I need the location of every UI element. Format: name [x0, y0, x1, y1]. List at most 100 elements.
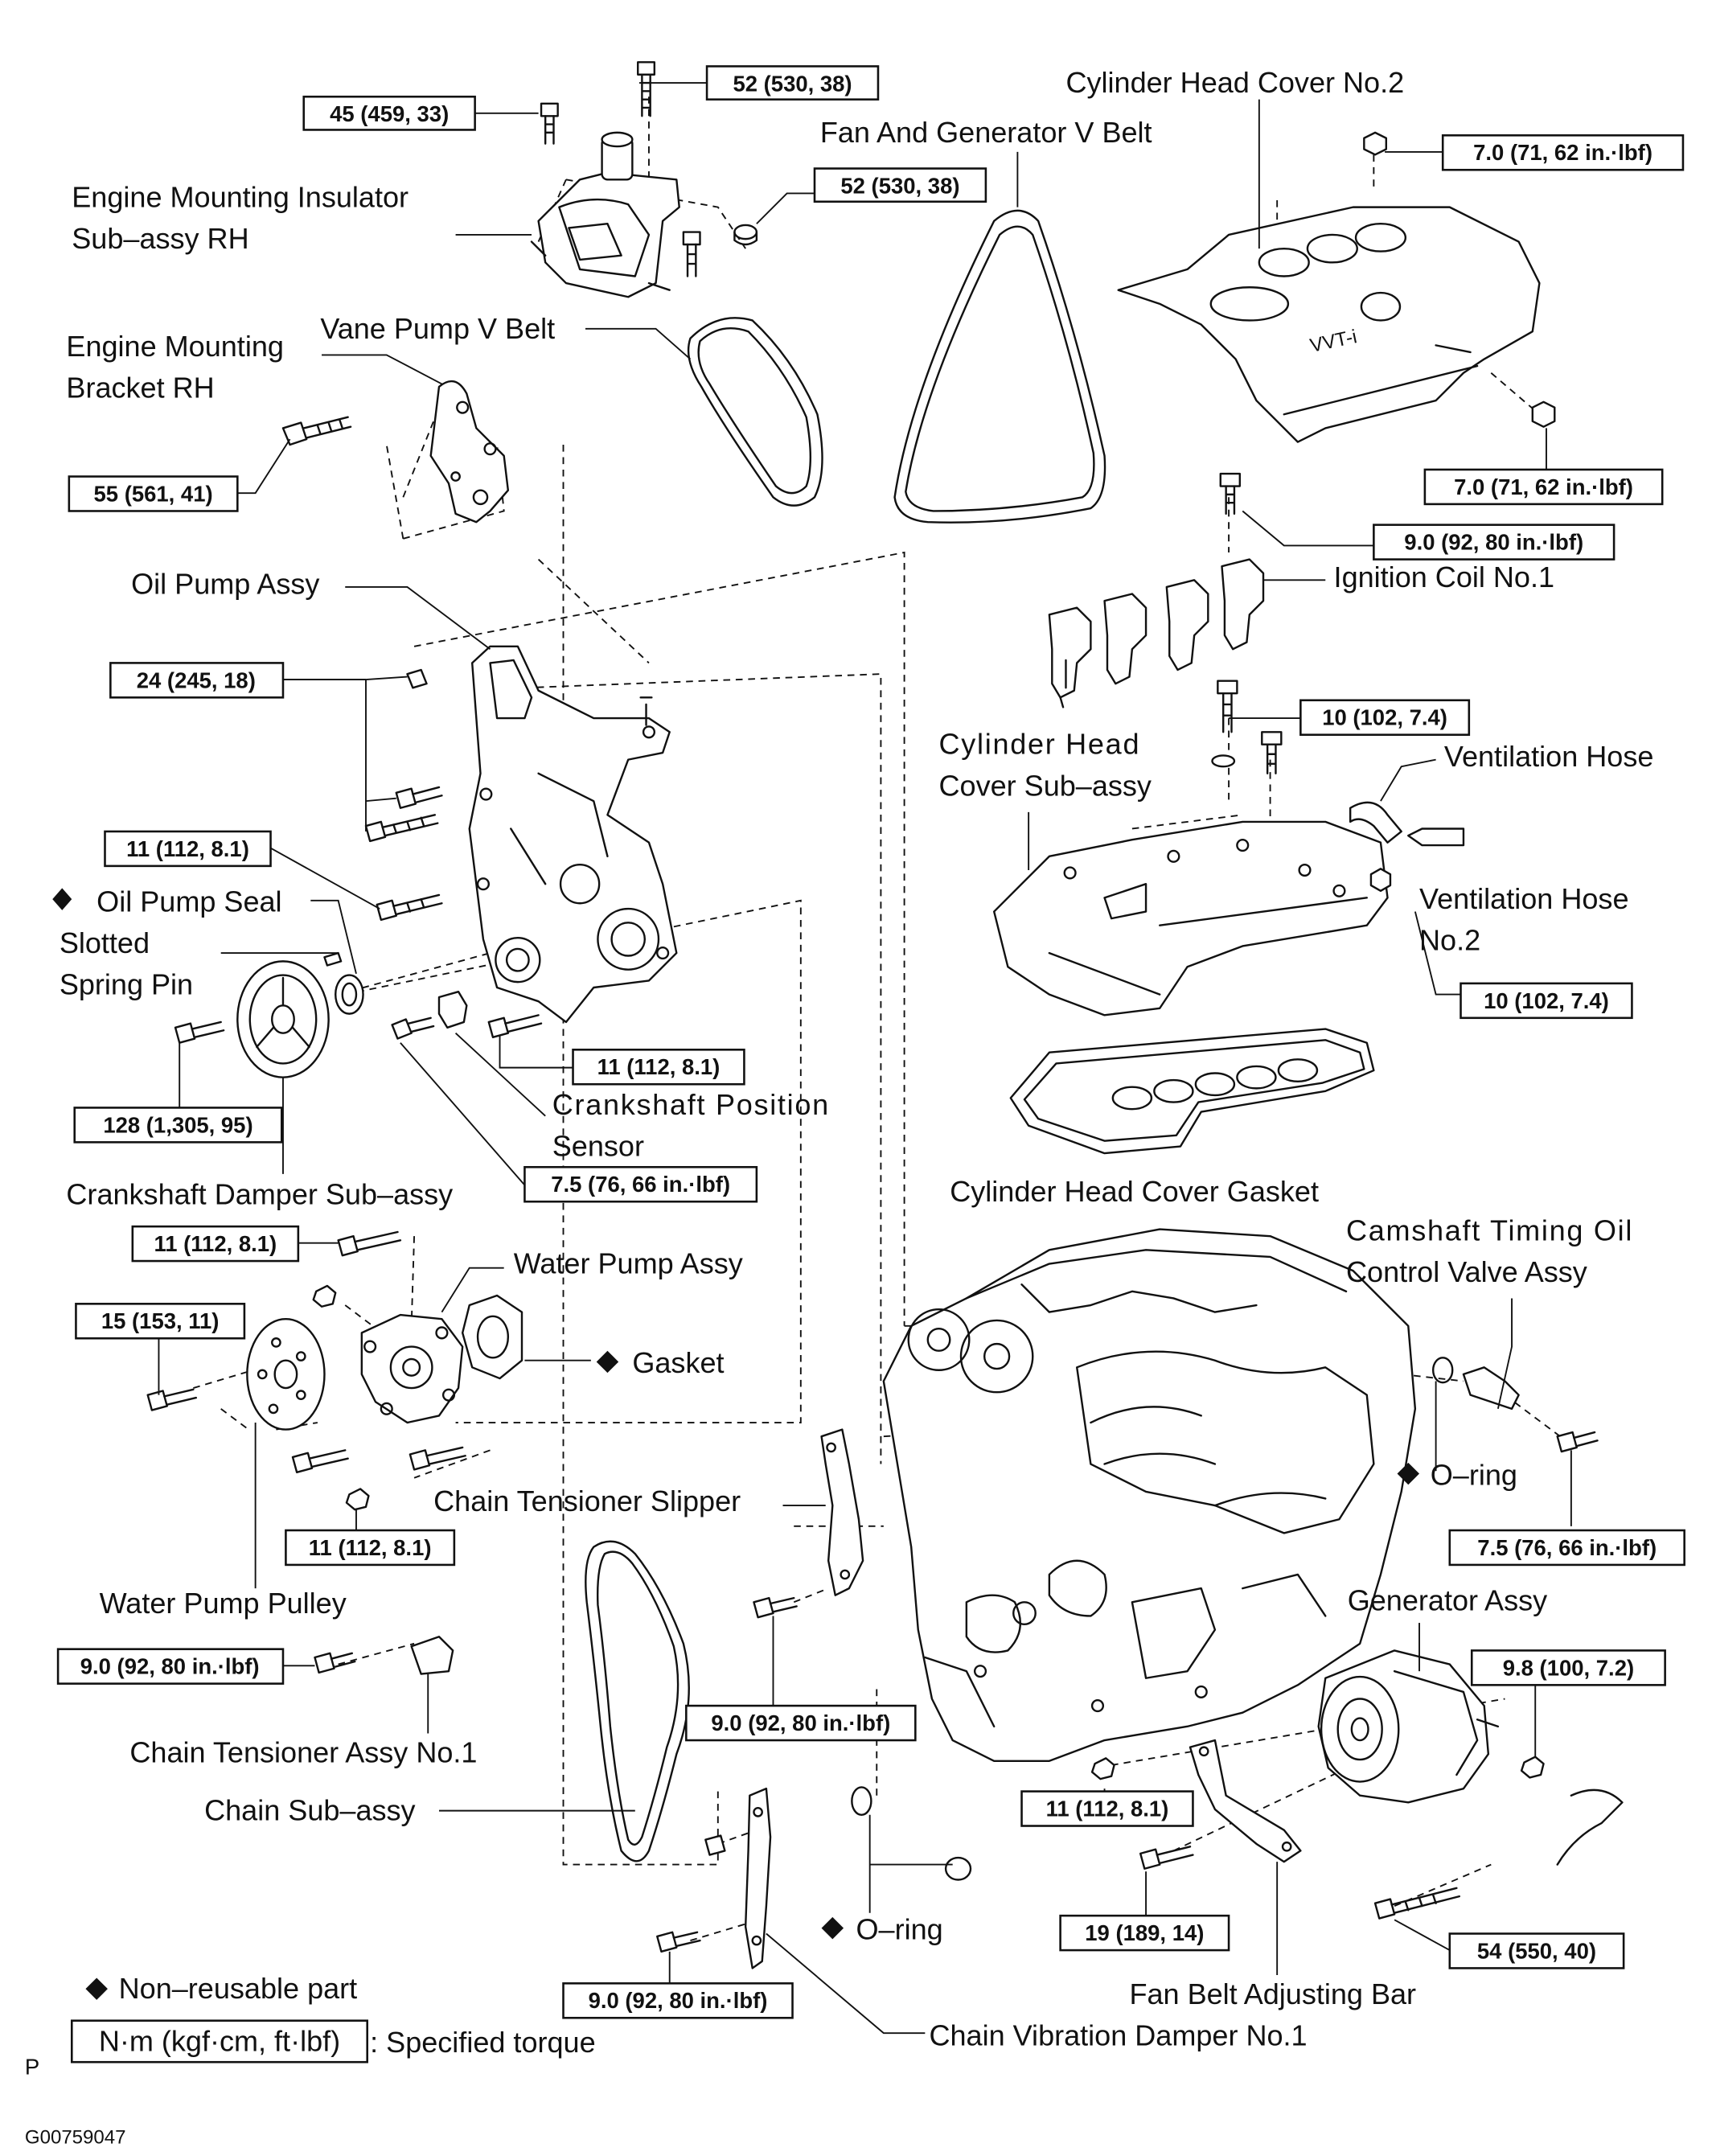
torque-value: 52 (530, 38): [733, 71, 852, 96]
generator-assy: [1317, 1649, 1624, 1866]
torque-box: 7.5 (76, 66 in.·lbf): [1448, 1529, 1685, 1567]
torque-box: 11 (112, 8.1): [572, 1049, 745, 1086]
diamond-icon: [85, 1977, 108, 2000]
label-cylinder-head-cover-sub-2: Cover Sub–assy: [939, 769, 1152, 802]
label-crankshaft-position-sensor-1: Crankshaft Position: [552, 1088, 830, 1121]
oil-pump-seal: [335, 974, 364, 1015]
torque-box: 19 (189, 14): [1059, 1914, 1230, 1952]
bolt-icon: [281, 416, 352, 446]
torque-box: 7.5 (76, 66 in.·lbf): [523, 1165, 758, 1203]
torque-value: 11 (112, 8.1): [597, 1054, 721, 1079]
diamond-icon: [1397, 1462, 1420, 1485]
label-cylinder-head-cover-no2: Cylinder Head Cover No.2: [1065, 66, 1404, 99]
chain-tensioner-slipper: [820, 1428, 864, 1596]
label-engine-mounting-bracket-2: Bracket RH: [66, 372, 214, 405]
bolt-icon: [174, 1021, 225, 1044]
label-ventilation-hose-no2-1: Ventilation Hose: [1419, 882, 1628, 915]
torque-box: 11 (112, 8.1): [1020, 1790, 1194, 1827]
label-ventilation-hose-no2-2: No.2: [1419, 924, 1480, 957]
torque-box: 55 (561, 41): [68, 475, 239, 512]
cylinder-head-cover-sub-assy: [992, 820, 1389, 1016]
part-labels: Cylinder Head Cover No.2 Fan And Generat…: [52, 66, 1653, 2052]
engine-mounting-bracket: [429, 380, 510, 524]
label-vane-pump-v-belt: Vane Pump V Belt: [320, 312, 555, 345]
figure-code: G00759047: [25, 2127, 126, 2149]
torque-box: 9.0 (92, 80 in.·lbf): [56, 1648, 285, 1685]
crankshaft-position-sensor: [391, 990, 468, 1040]
label-chain-tensioner-assy: Chain Tensioner Assy No.1: [129, 1736, 477, 1769]
label-camshaft-timing-2: Control Valve Assy: [1346, 1255, 1587, 1288]
bolt-icon: [656, 1596, 798, 1953]
torque-value: 10 (102, 7.4): [1322, 705, 1447, 730]
torque-value: 9.0 (92, 80 in.·lbf): [1404, 530, 1583, 555]
torque-value: 55 (561, 41): [94, 481, 213, 506]
ignition-coil: [1048, 558, 1265, 708]
torque-box: 128 (1,305, 95): [73, 1107, 283, 1144]
torque-value: 24 (245, 18): [137, 667, 256, 692]
label-generator-assy: Generator Assy: [1348, 1584, 1547, 1617]
label-crankshaft-position-sensor-2: Sensor: [552, 1130, 644, 1163]
torque-box: 52 (530, 38): [705, 65, 880, 101]
label-engine-mounting-bracket-1: Engine Mounting: [66, 330, 284, 363]
label-cylinder-head-cover-sub-1: Cylinder Head: [939, 728, 1141, 761]
bolt-icon: [1211, 472, 1283, 774]
torque-value: 45 (459, 33): [330, 101, 449, 126]
slotted-spring-pin: [323, 951, 343, 967]
torque-value: 9.8 (100, 7.2): [1503, 1655, 1634, 1680]
diamond-icon: [596, 1350, 619, 1374]
torque-value: 19 (189, 14): [1085, 1920, 1204, 1945]
nut-icon: [1369, 868, 1392, 892]
torque-box: 9.0 (92, 80 in.·lbf): [562, 1982, 794, 2019]
label-chain-tensioner-slipper: Chain Tensioner Slipper: [433, 1485, 741, 1517]
label-chain-vibration-damper: Chain Vibration Damper No.1: [930, 2019, 1308, 2052]
torque-box: 11 (112, 8.1): [285, 1529, 456, 1567]
label-gasket: Gasket: [632, 1346, 724, 1379]
water-pump-assy: [360, 1313, 464, 1424]
label-engine-mounting-insulator-1: Engine Mounting Insulator: [72, 181, 408, 214]
label-ventilation-hose: Ventilation Hose: [1444, 740, 1653, 773]
fan-belt-adjusting-bar: [1189, 1739, 1302, 1863]
torque-value: 7.0 (71, 62 in.·lbf): [1454, 474, 1633, 499]
ventilation-hose-no2: [1407, 827, 1465, 847]
torque-box: 54 (550, 40): [1448, 1932, 1625, 1969]
legend-specified-torque: : Specified torque: [370, 2026, 596, 2059]
label-crankshaft-damper: Crankshaft Damper Sub–assy: [66, 1178, 453, 1211]
label-fan-and-generator-v-belt: Fan And Generator V Belt: [820, 116, 1152, 149]
torque-value: 128 (1,305, 95): [103, 1112, 252, 1137]
torque-box: 24 (245, 18): [109, 662, 285, 699]
label-water-pump-assy: Water Pump Assy: [514, 1247, 743, 1280]
bolt-icon: [364, 668, 543, 1039]
label-slotted-spring-pin-2: Spring Pin: [60, 968, 193, 1001]
nut-icon: [1363, 131, 1556, 428]
label-o-ring-bottom: O–ring: [856, 1912, 943, 1945]
oil-pump-assy: [468, 645, 678, 1024]
cylinder-head-cover-gasket: [1009, 1028, 1375, 1155]
label-o-ring-right: O–ring: [1431, 1458, 1517, 1491]
o-ring: [851, 1357, 1454, 1881]
leader-lines: [158, 82, 1602, 2035]
torque-box: 9.0 (92, 80 in.·lbf): [1373, 524, 1616, 561]
torque-value: 54 (550, 40): [1477, 1938, 1596, 1963]
engine-block: [882, 1228, 1417, 1763]
legend-unit-box: [70, 2019, 368, 2064]
torque-value: 7.0 (71, 62 in.·lbf): [1473, 140, 1652, 165]
bolt-icon: [540, 61, 758, 277]
torque-specs: 52 (530, 38) 45 (459, 33) 52 (530, 38) 7…: [56, 65, 1685, 2019]
label-camshaft-timing-1: Camshaft Timing Oil: [1346, 1214, 1633, 1246]
torque-value: 52 (530, 38): [840, 173, 959, 198]
label-oil-pump-seal: Oil Pump Seal: [96, 885, 281, 918]
torque-value: 11 (112, 8.1): [309, 1535, 432, 1560]
torque-value: 15 (153, 11): [101, 1308, 220, 1333]
label-oil-pump-assy: Oil Pump Assy: [131, 568, 319, 601]
label-slotted-spring-pin-1: Slotted: [60, 926, 150, 959]
crankshaft-damper: [236, 960, 330, 1078]
label-engine-mounting-insulator-2: Sub–assy RH: [72, 222, 248, 255]
camshaft-timing-oil-control-valve: [1462, 1366, 1599, 1453]
torque-box: 9.8 (100, 7.2): [1470, 1649, 1666, 1686]
label-chain-sub-assy: Chain Sub–assy: [204, 1794, 415, 1827]
torque-box: 52 (530, 38): [813, 167, 987, 203]
torque-box: 7.0 (71, 62 in.·lbf): [1423, 468, 1664, 506]
diamond-icon: [52, 888, 72, 910]
chain-sub-assy: [585, 1540, 690, 1862]
torque-box: 10 (102, 7.4): [1299, 699, 1471, 736]
